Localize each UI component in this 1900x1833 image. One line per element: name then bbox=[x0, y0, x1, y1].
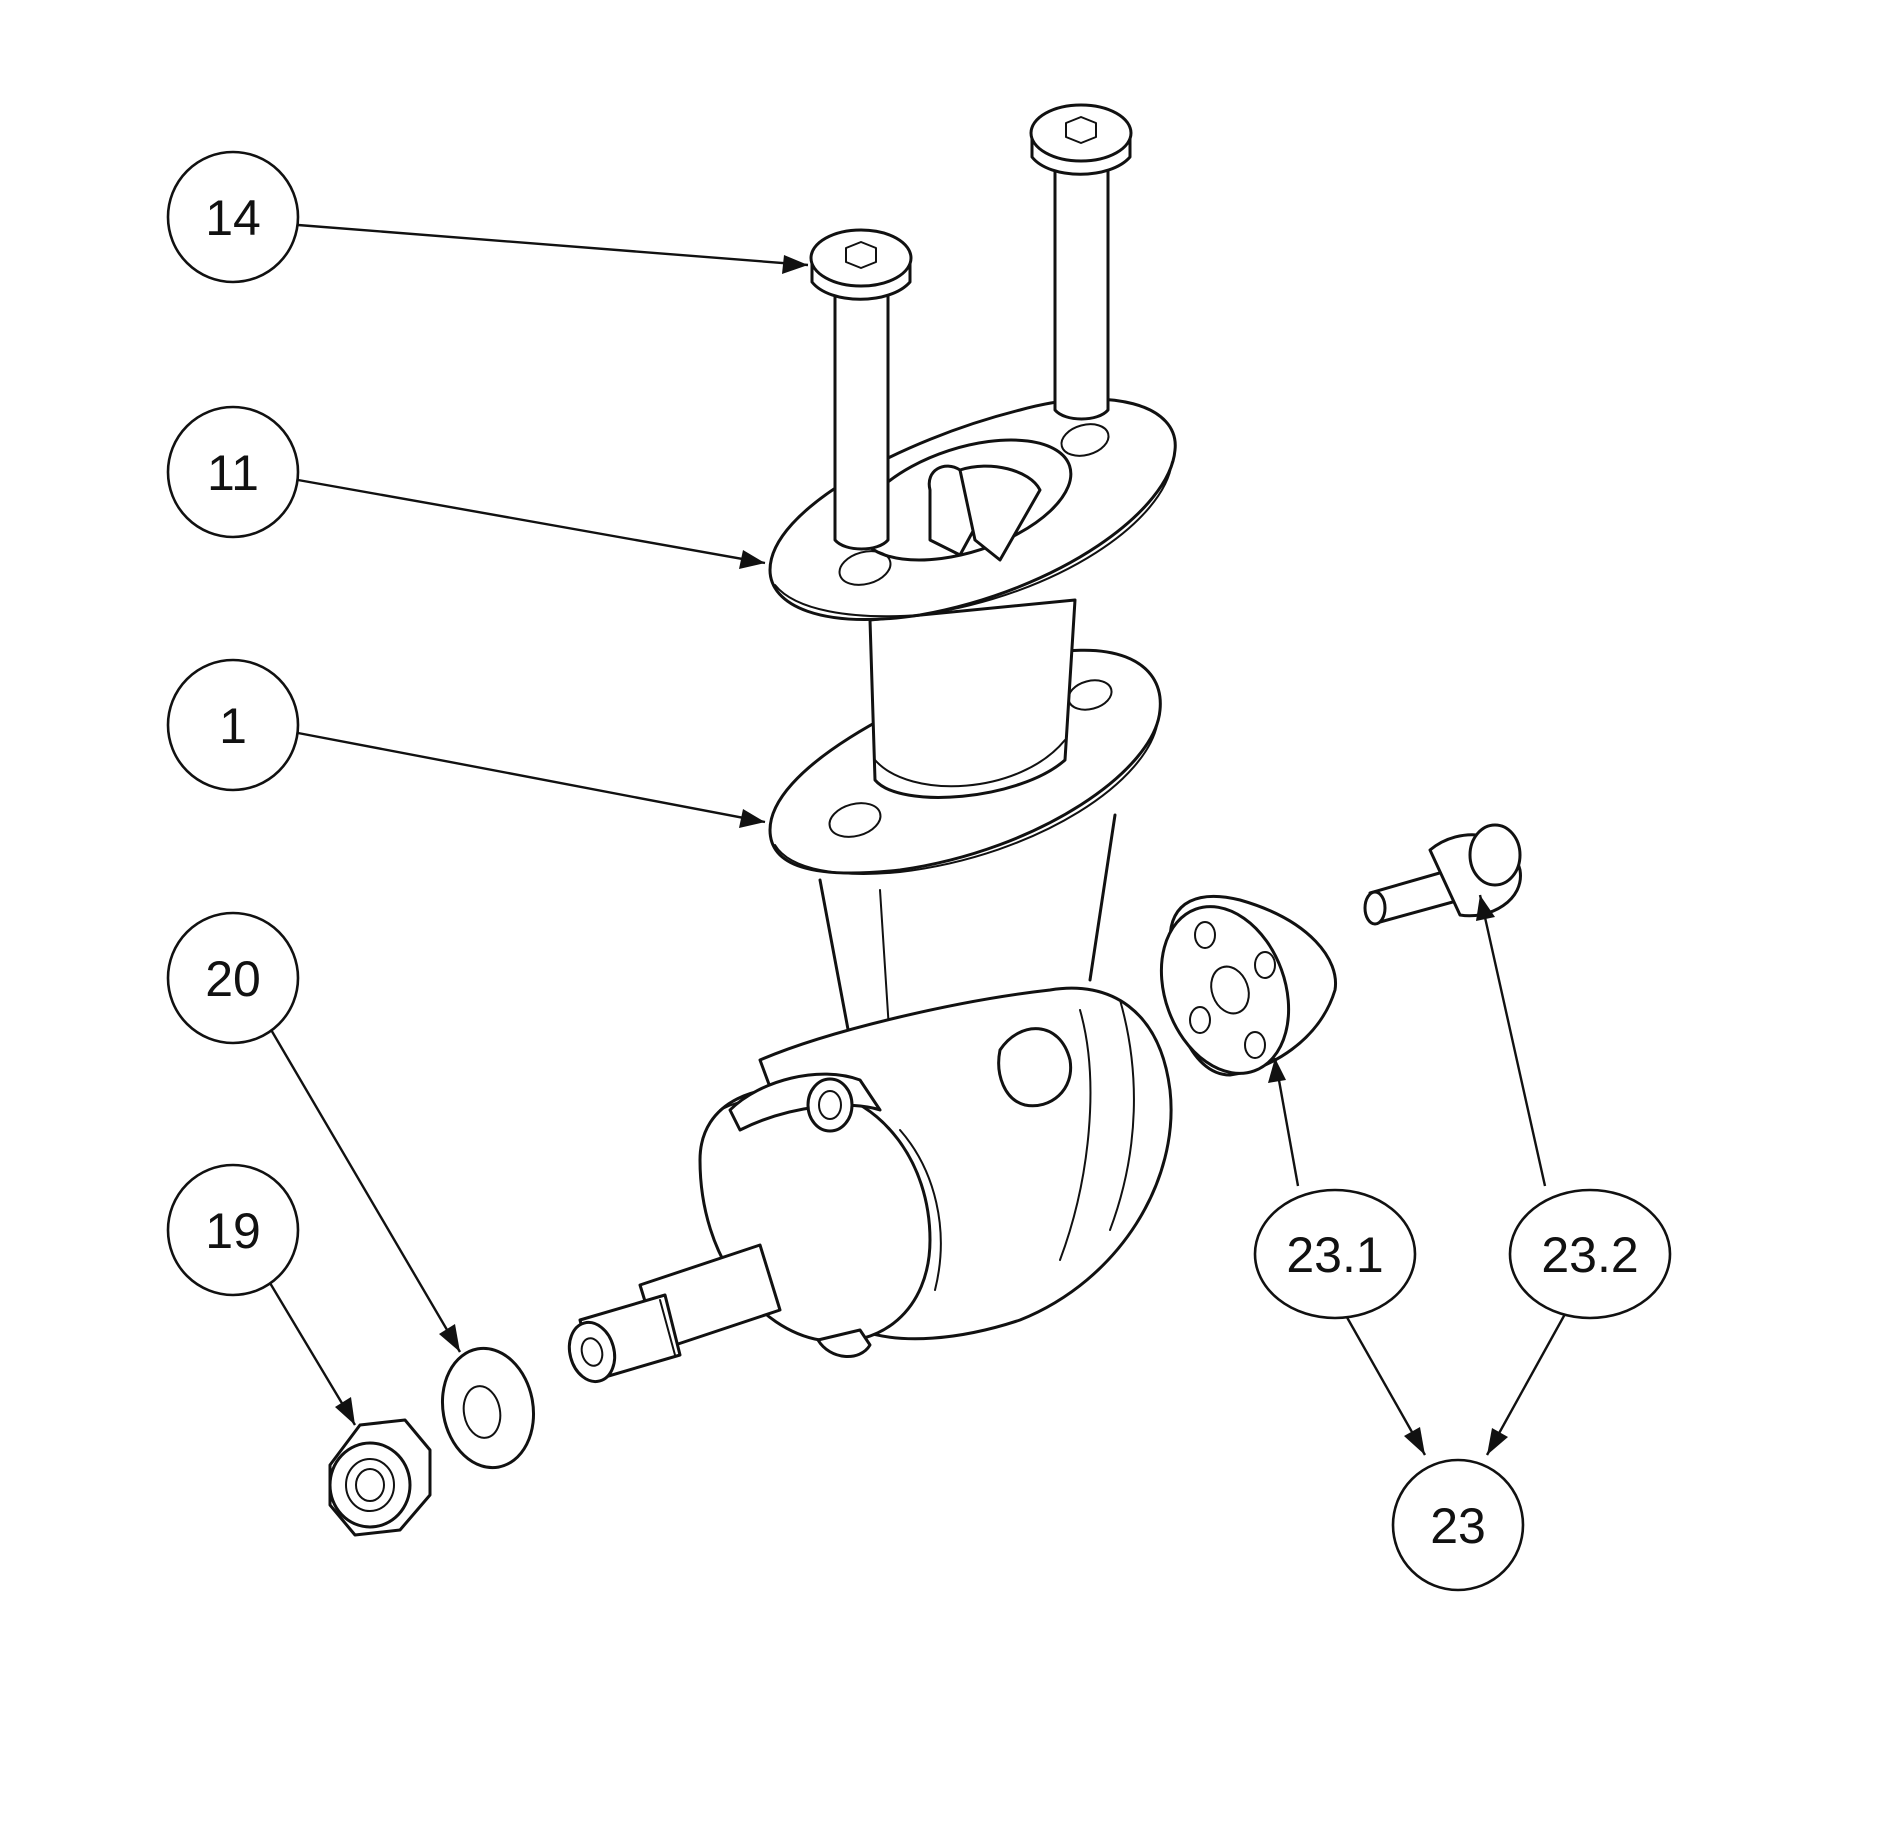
part-19-lock-nut bbox=[328, 1418, 432, 1537]
leader-lines bbox=[268, 223, 1572, 1456]
part-1-housing bbox=[567, 648, 1173, 1384]
callout-20-label: 20 bbox=[205, 951, 261, 1007]
callout-23-2-label: 23.2 bbox=[1541, 1227, 1638, 1283]
callout-20: 20 bbox=[166, 911, 300, 1045]
part-23-1-spinner bbox=[1159, 894, 1338, 1077]
part-23-2-screw bbox=[1363, 823, 1522, 926]
callout-14: 14 bbox=[166, 150, 300, 284]
callout-11-label: 11 bbox=[207, 445, 259, 501]
callout-19-label: 19 bbox=[205, 1203, 261, 1259]
callout-23-2: 23.2 bbox=[1508, 1188, 1672, 1320]
part-20-washer bbox=[440, 1346, 536, 1470]
callout-1: 1 bbox=[166, 658, 300, 792]
callout-19: 19 bbox=[166, 1163, 300, 1297]
callout-23-1: 23.1 bbox=[1253, 1188, 1417, 1320]
callout-1-label: 1 bbox=[219, 698, 247, 754]
callout-23-1-label: 23.1 bbox=[1286, 1227, 1383, 1283]
callout-11: 11 bbox=[166, 405, 300, 539]
callout-23-label: 23 bbox=[1430, 1498, 1486, 1554]
callout-14-label: 14 bbox=[205, 190, 261, 246]
part-14-cap-screws bbox=[809, 103, 1133, 551]
part-11-upper-flange bbox=[768, 397, 1177, 799]
callout-23: 23 bbox=[1391, 1458, 1525, 1592]
